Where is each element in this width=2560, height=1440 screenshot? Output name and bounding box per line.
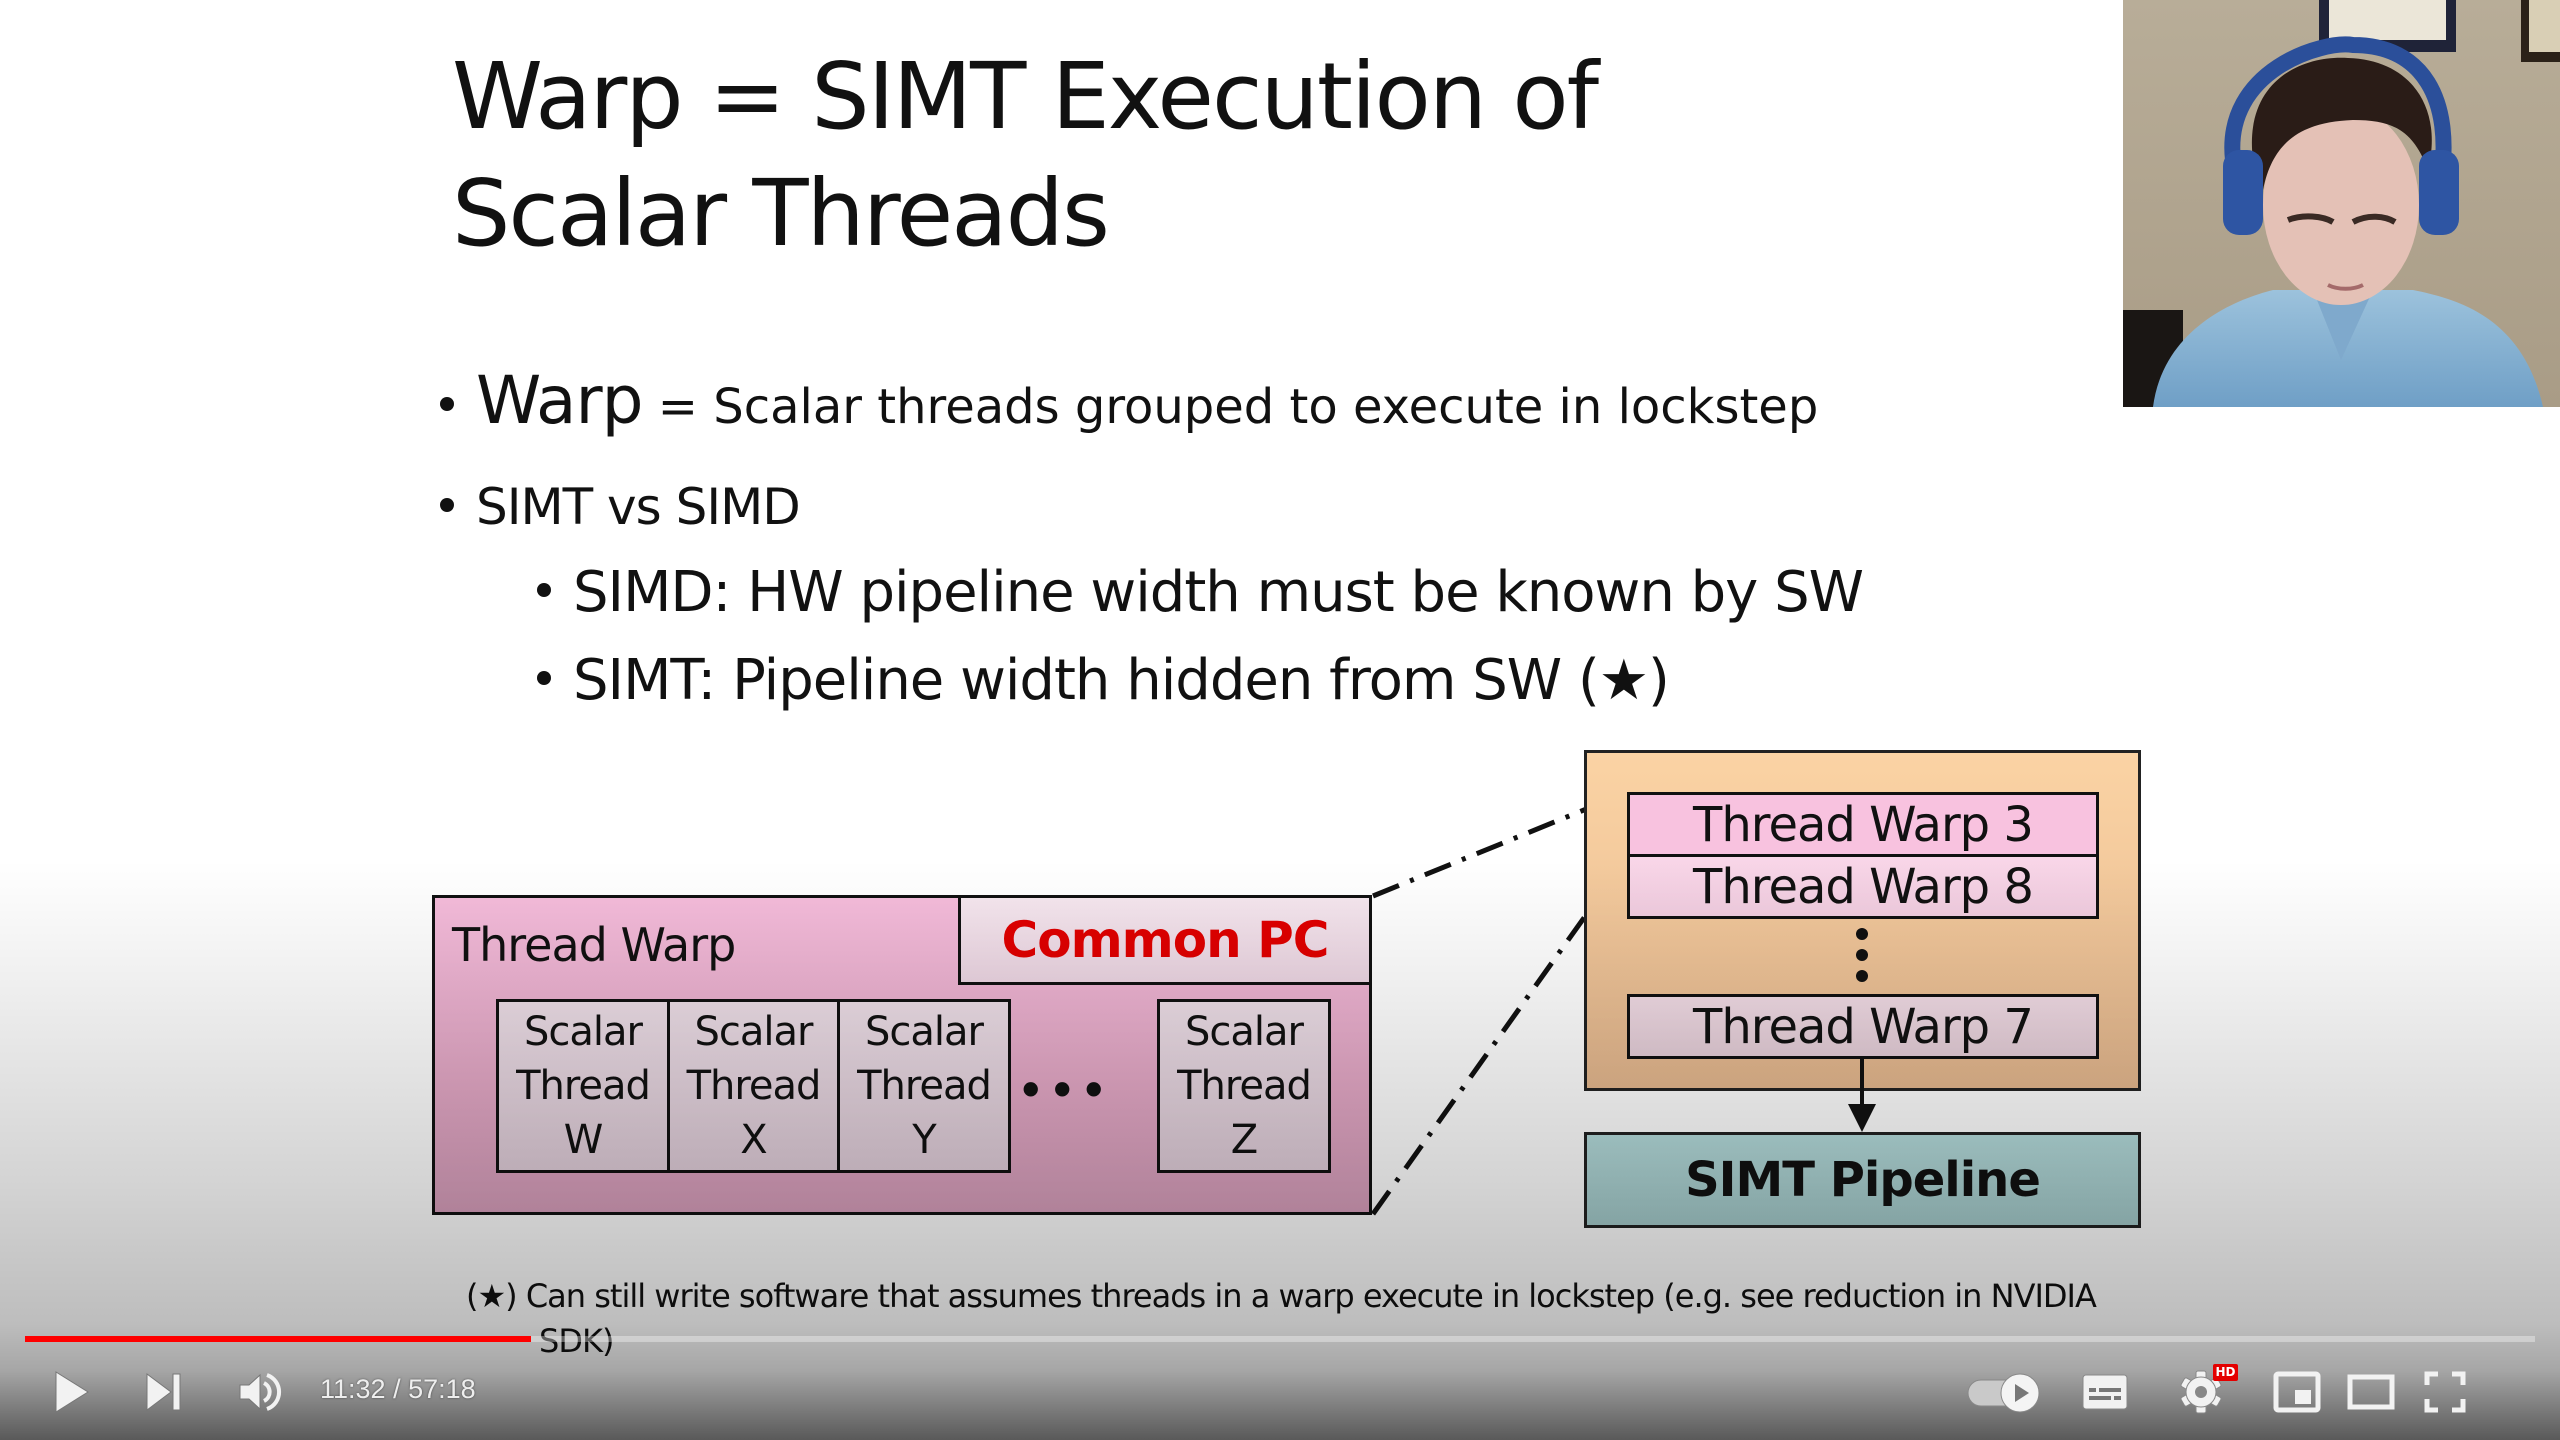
bullet-dot: [440, 397, 454, 411]
captions-button[interactable]: [2080, 1366, 2130, 1418]
bullet-dot: [440, 497, 454, 512]
cell-id: Z: [1230, 1117, 1258, 1163]
presenter-image: [2123, 0, 2560, 407]
arrow-down-icon: [1848, 1058, 1876, 1132]
slide-title-line1: Warp = SIMT Execution of: [452, 43, 1599, 150]
footnote: (★) Can still write software that assume…: [466, 1274, 2126, 1364]
next-icon: [146, 1373, 181, 1411]
bullet-warp: Warp = Scalar threads grouped to execute…: [440, 362, 1818, 439]
common-pc-label: Common PC: [1001, 911, 1330, 969]
bullet-dot: [537, 582, 551, 597]
fullscreen-button[interactable]: [2422, 1366, 2468, 1418]
thread-warp-8: Thread Warp 8: [1627, 854, 2099, 919]
slide-title-line2: Scalar Threads: [452, 160, 1110, 267]
bullet-dot: [537, 670, 551, 685]
cell-line1: Scalar: [694, 1009, 814, 1055]
settings-gear-icon: [2180, 1370, 2222, 1414]
sub-bullet-text: SIMD: HW pipeline width must be known by…: [573, 560, 1864, 625]
captions-icon: [2082, 1374, 2128, 1410]
theater-mode-button[interactable]: [2346, 1366, 2396, 1418]
sub-bullet-text: SIMT: Pipeline width hidden from SW (★): [573, 648, 1670, 713]
autoplay-toggle-icon: [1967, 1373, 2040, 1413]
cell-line1: Scalar: [1185, 1009, 1304, 1055]
common-pc-box: Common PC: [958, 895, 1372, 985]
play-icon: [55, 1371, 89, 1413]
progress-bar-played[interactable]: [25, 1336, 531, 1342]
sub-bullet-simt: SIMT: Pipeline width hidden from SW (★): [537, 648, 1670, 713]
cell-line1: Scalar: [865, 1009, 984, 1055]
scalar-thread-cell: Scalar Thread Y: [837, 999, 1011, 1173]
cell-id: X: [740, 1117, 767, 1163]
fullscreen-icon: [2424, 1371, 2466, 1413]
sub-bullet-simd: SIMD: HW pipeline width must be known by…: [537, 560, 1864, 625]
scalar-thread-cell: Scalar Thread Z: [1157, 999, 1331, 1173]
footnote-line1: (★) Can still write software that assume…: [466, 1277, 2097, 1315]
scalar-thread-cell: Scalar Thread X: [667, 999, 840, 1173]
cell-id: Y: [912, 1117, 936, 1163]
cell-line2: Thread: [1177, 1063, 1312, 1109]
slide-title: Warp = SIMT Execution of Scalar Threads: [452, 38, 1599, 272]
autoplay-toggle[interactable]: [1964, 1366, 2044, 1418]
play-button[interactable]: [50, 1366, 94, 1418]
volume-button[interactable]: [236, 1366, 284, 1418]
miniplayer-button[interactable]: [2272, 1366, 2322, 1418]
thread-warp-7: Thread Warp 7: [1627, 994, 2099, 1059]
bullet-text: = Scalar threads grouped to execute in l…: [642, 379, 1819, 435]
thread-warp-label: Thread Warp: [452, 918, 736, 972]
scalar-thread-cell: Scalar Thread W: [496, 999, 670, 1173]
cell-id: W: [563, 1117, 604, 1163]
cell-line2: Thread: [857, 1063, 992, 1109]
ellipsis: •••: [1022, 1061, 1117, 1117]
settings-button[interactable]: [2176, 1366, 2226, 1418]
miniplayer-icon: [2273, 1371, 2321, 1413]
bullet-simt-vs-simd: SIMT vs SIMD: [440, 478, 801, 536]
cell-line2: Thread: [516, 1063, 651, 1109]
hd-quality-badge: HD: [2213, 1364, 2238, 1381]
vertical-ellipsis: [1856, 928, 1870, 991]
progress-bar[interactable]: [25, 1336, 2535, 1342]
bullet-text: SIMT vs SIMD: [476, 478, 801, 536]
cell-line2: Thread: [686, 1063, 822, 1109]
theater-mode-icon: [2347, 1374, 2395, 1410]
thread-warp-3: Thread Warp 3: [1627, 792, 2099, 857]
volume-icon: [239, 1373, 282, 1411]
presenter-webcam: [2123, 0, 2560, 407]
time-display: 11:32 / 57:18: [320, 1374, 476, 1404]
cell-line1: Scalar: [524, 1009, 643, 1055]
next-button[interactable]: [142, 1366, 186, 1418]
bullet-term: Warp: [476, 362, 644, 439]
simt-pipeline-box: SIMT Pipeline: [1584, 1132, 2141, 1228]
